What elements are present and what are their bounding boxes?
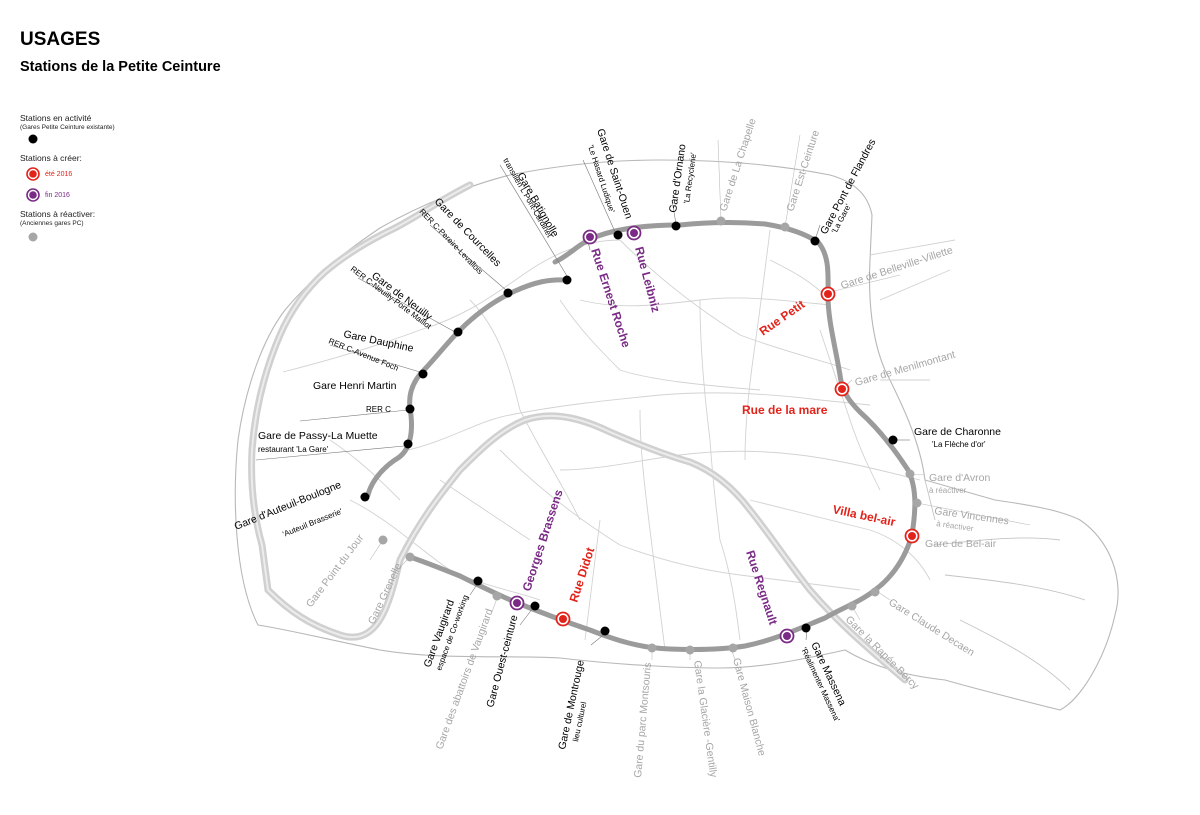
label-leibniz: Rue Leibniz [632, 245, 663, 314]
page-subtitle: Stations de la Petite Ceinture [20, 59, 221, 75]
label-passy: Gare de Passy-La Muette [258, 430, 378, 442]
legend-fin-marker [29, 191, 37, 199]
sublabel-avron: à réactiver [929, 486, 967, 495]
station-didot[interactable] [555, 611, 571, 627]
leader-lines [255, 134, 1031, 661]
station-dauphine[interactable] [418, 369, 428, 379]
reactivate-stations [378, 216, 922, 655]
station-auteuil[interactable] [360, 492, 370, 502]
station-regnault[interactable] [779, 628, 795, 644]
station-massena[interactable] [801, 623, 811, 633]
station-avron[interactable] [905, 469, 915, 479]
label-belleville: Gare de Belleville-Villette [839, 244, 954, 292]
label-bel-air: Gare de Bel-air [925, 538, 997, 550]
station-saint-ouen[interactable] [613, 230, 623, 240]
legend-reactivate-heading: Stations à réactiver: [20, 209, 95, 219]
sublabel-passy: restaurant 'La Gare' [258, 445, 329, 454]
label-neuilly: Gare de Neuilly [369, 270, 435, 324]
legend-active-subheading: (Gares Petite Ceinture existante) [20, 124, 115, 131]
station-leibniz[interactable] [626, 225, 642, 241]
page-title: USAGES [20, 29, 100, 50]
station-mare[interactable] [834, 381, 850, 397]
sublabel-charonne: 'La Flèche d'or' [932, 440, 986, 449]
sublabel-neuilly: RER C-Neuilly-Porte Maillot [349, 264, 434, 331]
station-abattoirs[interactable] [492, 591, 502, 601]
legend-active-marker [28, 134, 38, 144]
station-charonne[interactable] [888, 435, 898, 445]
label-montsouris: Gare du parc Montsouris [632, 662, 654, 778]
station-henri-martin[interactable] [405, 404, 415, 414]
label-chapelle: Gare de La Chapelle [717, 117, 758, 213]
legend-fin-label: fin 2016 [45, 192, 70, 199]
active-stations [360, 221, 898, 636]
station-brassens[interactable] [509, 595, 525, 611]
bois-de-vincennes [924, 479, 1086, 691]
station-vincennes[interactable] [912, 498, 922, 508]
station-montrouge[interactable] [600, 626, 610, 636]
legend-ete-marker [29, 170, 37, 178]
label-villa-bel-air: Villa bel-air [831, 502, 897, 529]
label-regnault: Rue Regnault [743, 549, 780, 627]
label-maison-blanche: Gare Maison Blanche [730, 657, 768, 758]
legend-create-heading: Stations à créer: [20, 153, 82, 163]
labels-new: Rue Ernest Roche Rue Leibniz Rue Petit R… [520, 245, 897, 626]
legend-ete-label: été 2016 [45, 171, 72, 178]
station-petit[interactable] [820, 286, 836, 302]
label-avron: Gare d'Avron [929, 472, 991, 484]
label-pont-flandres: Gare Pont de Flandres [818, 137, 878, 236]
sublabel-henri-martin: RER C [366, 405, 391, 414]
seine-river-inner [250, 184, 906, 681]
station-chapelle[interactable] [716, 216, 726, 226]
label-rapee-bercy: Gare la Rapée-Bercy [843, 614, 922, 693]
station-passy[interactable] [403, 439, 413, 449]
station-vaugirard[interactable] [473, 576, 483, 586]
label-point-du-jour: Gare Point du Jour [304, 532, 367, 610]
label-ouest-ceinture: Gare Ouest-ceinture [484, 614, 520, 709]
station-claude-decaen[interactable] [870, 587, 880, 597]
station-est-ceinture[interactable] [780, 222, 790, 232]
station-neuilly[interactable] [453, 327, 463, 337]
label-henri-martin: Gare Henri Martin [313, 380, 397, 392]
station-courcelles[interactable] [503, 288, 513, 298]
sublabel-auteuil: 'Auteuil Brasserie' [281, 507, 344, 539]
label-ernest-roche: Rue Ernest Roche [588, 247, 633, 350]
label-menilmontant: Gare de Menilmontant [854, 349, 957, 389]
label-charonne: Gare de Charonne [914, 426, 1001, 438]
label-mare: Rue de la mare [742, 403, 828, 417]
station-grenelle[interactable] [405, 552, 415, 562]
station-ernest-roche[interactable] [582, 229, 598, 245]
station-batignolles[interactable] [562, 275, 572, 285]
legend: Stations en activité (Gares Petite Ceint… [20, 113, 115, 242]
station-point-du-jour[interactable] [378, 535, 388, 545]
station-rapee-bercy[interactable] [847, 601, 857, 611]
legend-reactivate-subheading: (Anciennes gares PC) [20, 220, 84, 227]
label-glaciere: Gare la Glacière -Gentilly [691, 660, 719, 779]
label-petit: Rue Petit [757, 297, 808, 338]
station-ornano[interactable] [671, 221, 681, 231]
paris-boundary [234, 159, 1119, 711]
label-est-ceinture: Gare Est-Ceinture [784, 129, 822, 213]
legend-active-heading: Stations en activité [20, 113, 92, 123]
station-montsouris[interactable] [647, 643, 657, 653]
station-ouest-ceinture[interactable] [530, 601, 540, 611]
label-brassens: Georges Brassens [520, 487, 566, 593]
station-glaciere[interactable] [685, 645, 695, 655]
station-maison-blanche[interactable] [728, 643, 738, 653]
station-villa-bel-air[interactable] [904, 528, 920, 544]
station-pont-flandres[interactable] [810, 236, 820, 246]
new-stations [509, 225, 920, 644]
label-claude-decaen: Gare Claude Decaen [886, 596, 976, 659]
legend-reactivate-marker [28, 232, 38, 242]
